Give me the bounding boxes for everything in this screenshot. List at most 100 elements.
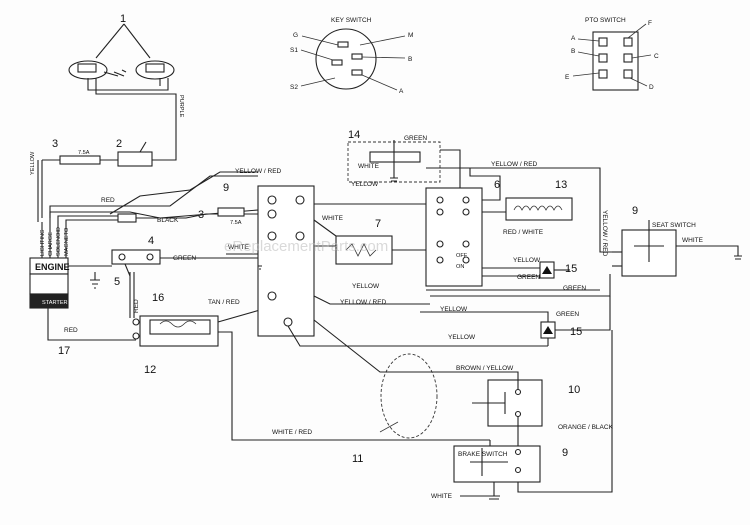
wire-label-yellow-6: YELLOW xyxy=(448,334,476,341)
wire-label-white-red: WHITE / RED xyxy=(272,429,312,436)
wire-label-green-5: GREEN xyxy=(556,311,579,318)
callout-8: 9 xyxy=(223,182,229,194)
wire-label-white-3: WHITE xyxy=(228,244,250,251)
callout-4: 4 xyxy=(148,235,154,247)
key-switch-title: KEY SWITCH xyxy=(331,17,372,24)
wire-label-yellow-3: YELLOW xyxy=(352,283,380,290)
coil-13 xyxy=(505,197,573,221)
engine-terminal-lighting: LIGHTING xyxy=(40,230,46,256)
callout-3b: 3 xyxy=(198,209,204,221)
brake-switch-title: BRAKE SWITCH xyxy=(458,451,508,458)
callout-17: 17 xyxy=(58,345,70,357)
callout-16: 16 xyxy=(152,292,164,304)
wire-label-yellow-red-4: YELLOW / RED xyxy=(601,210,608,257)
key-switch: KEY SWITCH xyxy=(300,17,406,91)
wire-label-yellow-5: YELLOW xyxy=(440,306,468,313)
headlights xyxy=(68,23,177,128)
callout-2: 2 xyxy=(116,138,122,150)
engine xyxy=(29,222,69,309)
solenoid-4 xyxy=(68,249,258,277)
wire-label-white-5: WHITE xyxy=(431,493,453,500)
harness-wires xyxy=(49,171,259,223)
engine-terminal-magneto: MAGNETO xyxy=(64,227,70,256)
callout-15a: 15 xyxy=(565,263,577,275)
fuse-3b xyxy=(217,207,245,217)
callout-13: 13 xyxy=(555,179,567,191)
pto-clutch-7 xyxy=(313,198,431,305)
dashed-oval-11 xyxy=(380,353,438,439)
callout-12: 12 xyxy=(144,364,156,376)
ground-5 xyxy=(90,272,100,289)
callout-7: 7 xyxy=(375,218,381,230)
starter-label: STARTER xyxy=(42,300,68,306)
pto-terminal-e: E xyxy=(565,74,570,81)
engine-terminal-solenoid: SOLENOID xyxy=(56,227,62,256)
callout-14: 14 xyxy=(348,129,360,141)
wire-label-yellow: YELLOW xyxy=(30,151,36,175)
wire-label-red-3: RED xyxy=(64,327,78,334)
wire-label-red-2: RED xyxy=(133,299,140,313)
wire-label-tan-red: TAN / RED xyxy=(208,299,240,306)
callout-10: 10 xyxy=(568,384,580,396)
callout-1: 1 xyxy=(120,13,126,25)
callout-5: 5 xyxy=(114,276,120,288)
wire-label-green-2: GREEN xyxy=(404,135,427,142)
pto-terminal-a: A xyxy=(571,35,576,42)
key-terminal-m: M xyxy=(408,32,413,39)
wire-label-white-4: WHITE xyxy=(682,237,704,244)
key-terminal-g: G xyxy=(293,32,298,39)
wire-label-yellow-4: YELLOW xyxy=(513,257,541,264)
wire-label-black: BLACK xyxy=(157,217,179,224)
key-terminal-a: A xyxy=(399,88,404,95)
callout-6: 6 xyxy=(494,179,500,191)
seat-switch-9 xyxy=(599,220,742,277)
white-ground xyxy=(258,265,262,270)
key-terminal-s1: S1 xyxy=(290,47,298,54)
engine-terminal-charge: CHARGE xyxy=(48,232,54,256)
pto-terminal-f: F xyxy=(648,20,652,27)
callout-11: 11 xyxy=(352,453,363,465)
fuse-label: 7.5A xyxy=(78,150,90,156)
callout-3a: 3 xyxy=(52,138,58,150)
brake-switch-9 xyxy=(453,330,613,500)
pto-terminal-b: B xyxy=(571,48,575,55)
seat-switch-title: SEAT SWITCH xyxy=(652,222,696,229)
key-switch-block-8 xyxy=(257,185,315,337)
wire-label-yellow-2: YELLOW xyxy=(351,181,379,188)
pto-switch-title: PTO SWITCH xyxy=(585,17,626,24)
callout-11-leader xyxy=(379,421,399,433)
pto-terminal-d: D xyxy=(649,84,654,91)
switch-10 xyxy=(313,319,543,448)
fuse-label-2: 7.5A xyxy=(230,220,242,226)
diode-15b xyxy=(287,296,611,347)
wire-label-purple: PURPLE xyxy=(178,95,184,118)
watermark: eReplacementParts.com xyxy=(224,238,388,255)
light-switch-circuit xyxy=(37,128,177,222)
wire-label-red-white: RED / WHITE xyxy=(503,229,544,236)
wire-label-red: RED xyxy=(101,197,115,204)
wire-label-yellow-red-3: YELLOW / RED xyxy=(491,161,538,168)
callout-9a: 9 xyxy=(632,205,638,217)
callout-15b: 15 xyxy=(570,326,582,338)
engine-title: ENGINE xyxy=(35,262,70,272)
pto-switch: PTO SWITCH xyxy=(572,17,652,91)
wire-label-brown-yellow: BROWN / YELLOW xyxy=(456,365,514,372)
relay-on-label: ON xyxy=(456,264,464,270)
callout-9b: 9 xyxy=(562,447,568,459)
wire-label-yellow-red: YELLOW / RED xyxy=(235,168,282,175)
light-14 xyxy=(347,140,461,196)
key-terminal-b: B xyxy=(408,56,412,63)
pto-terminal-c: C xyxy=(654,53,659,60)
wire-label-green-4: GREEN xyxy=(563,285,586,292)
wire-label-white-2: WHITE xyxy=(322,215,344,222)
relay-off-label: OFF xyxy=(456,253,468,259)
wire-label-white: WHITE xyxy=(358,163,380,170)
starter-solenoid-12 xyxy=(47,272,490,441)
wire-label-green: GREEN xyxy=(173,255,196,262)
wire-label-orange-black: ORANGE / BLACK xyxy=(558,424,614,431)
key-terminal-s2: S2 xyxy=(290,84,298,91)
wire-label-green-3: GREEN xyxy=(517,274,540,281)
pto-switch-block-6 xyxy=(425,167,601,287)
